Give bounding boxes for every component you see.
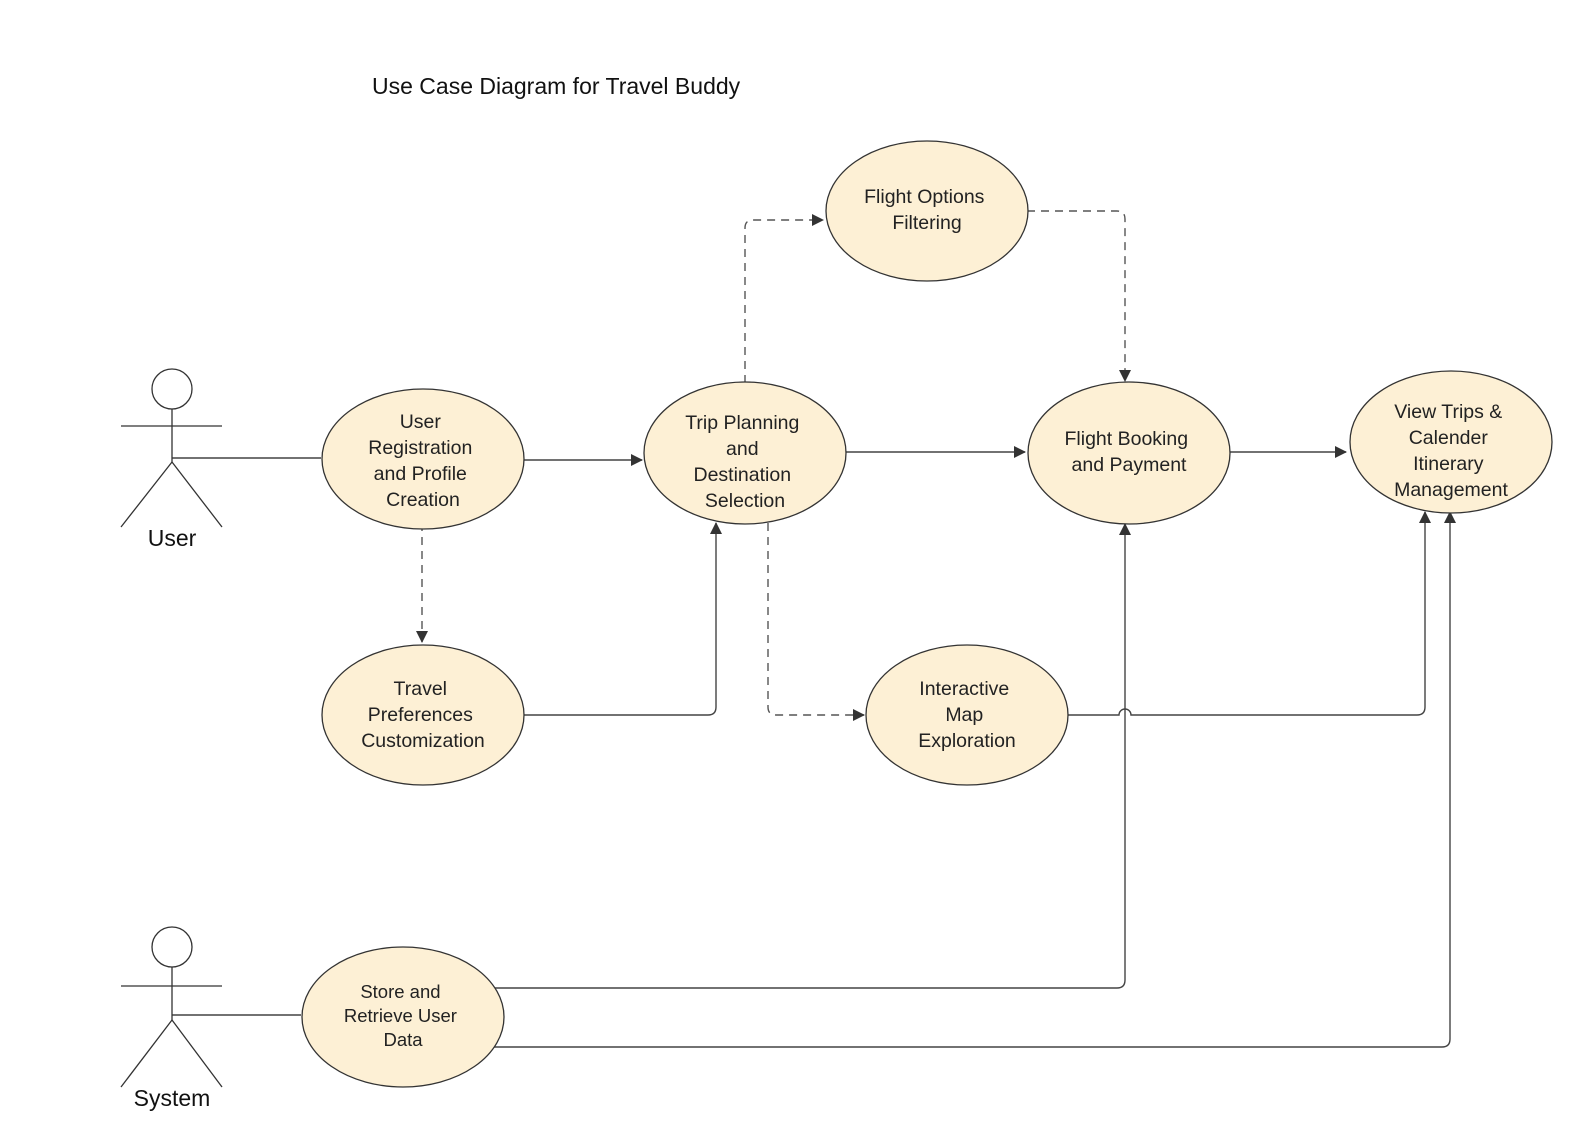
arrow-preferences-to-trip [521,522,722,716]
use-case-preferences: Travel Preferences Customization [321,644,525,786]
svg-text:Flight Booking and Payme: Flight Booking and Payment [1065,428,1194,476]
arrow-store-to-itinerary [475,511,1456,1048]
use-case-trip-planning: Trip Planning and Destination Selection [643,381,847,525]
actor-user: User [120,368,223,551]
svg-text:Trip Planning and: Trip Planning and Destination Selection [685,412,805,512]
use-case-flight-booking: Flight Booking and Payment [1027,381,1231,525]
svg-text:Store and Retrieve User: Store and Retrieve User Data [344,981,462,1050]
use-case-itinerary: View Trips & Calender Itinerary Manageme… [1349,370,1553,514]
arrow-flight-options-to-booking [1027,210,1131,382]
svg-text:User Registration: User Registration and Profile Creation [368,411,477,511]
use-case-flight-options: Flight Options Filtering [825,140,1029,282]
arrow-trip-to-flight-options [744,214,824,383]
actor-user-label: User [148,525,197,551]
svg-text:Travel Preferences: Travel Preferences Customization [361,678,485,752]
arrow-map-to-itinerary [1067,511,1431,716]
use-case-store-data: Store and Retrieve User Data [301,946,505,1088]
svg-text:Flight Options Filtering: Flight Options Filtering [864,186,990,234]
use-case-map-exploration: Interactive Map Exploration [865,644,1069,786]
arrow-store-to-booking [487,523,1131,989]
actor-system: System [120,926,223,1111]
actor-system-label: System [134,1085,211,1111]
svg-text:Interactive Map Ex: Interactive Map Exploration [918,678,1016,752]
actor-system-head-icon [151,926,193,968]
actor-user-head-icon [151,368,193,410]
diagram-title: Use Case Diagram for Travel Buddy [372,73,741,99]
use-case-registration: User Registration and Profile Creation [321,388,525,530]
arrow-trip-to-map [767,523,865,721]
svg-text:View Trips & Calender: View Trips & Calender Itinerary Manageme… [1394,401,1508,501]
